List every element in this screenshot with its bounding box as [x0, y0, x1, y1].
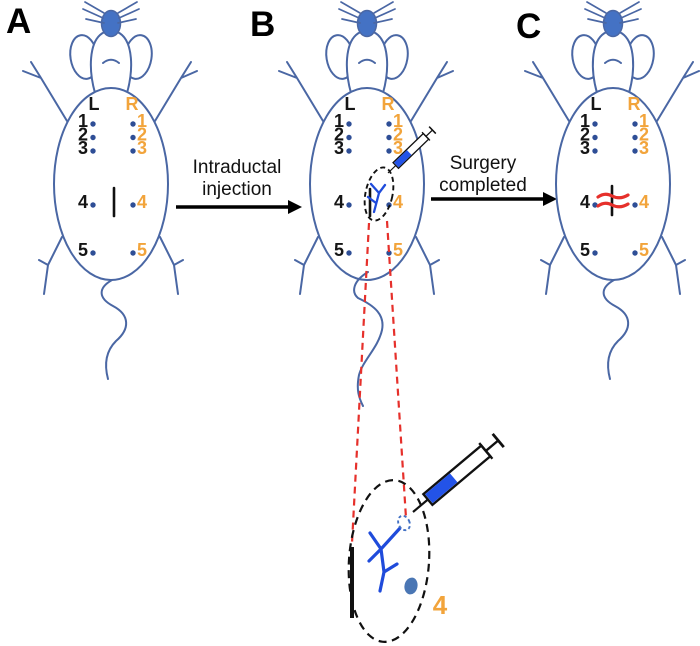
- mouse-a-tail: [100, 279, 128, 380]
- transition-1-label-line1: Intraductal: [193, 157, 282, 178]
- nipple-icon: [397, 514, 411, 532]
- panel-b-letter: B: [250, 5, 275, 44]
- suture-stroke-top: [596, 192, 630, 200]
- panel-a-letter: A: [6, 2, 31, 41]
- mouse-b-tail: [353, 271, 384, 407]
- ductal-tree-small: [366, 182, 387, 214]
- transition-surgery-completed: Surgery completed: [431, 153, 557, 206]
- transition-intraductal-injection: Intraductal injection: [176, 157, 302, 214]
- ductal-tree-large: [367, 525, 403, 593]
- magnified-ellipse: [347, 479, 431, 643]
- zoom-line-right: [385, 220, 408, 519]
- lymph-node-icon: [404, 577, 418, 595]
- panel-b: B: [250, 1, 454, 407]
- syringe-magnified: [405, 431, 507, 522]
- mouse-b: [278, 1, 454, 295]
- transition-2-arrowhead: [543, 192, 557, 206]
- transition-2-label-line2: completed: [439, 175, 527, 196]
- focus-ellipse: [363, 166, 395, 222]
- mouse-c-tail: [602, 279, 630, 380]
- transition-1-label-line2: injection: [202, 179, 272, 200]
- mouse-a: [22, 1, 198, 295]
- panel-c: C: [516, 1, 700, 380]
- panel-c-letter: C: [516, 7, 541, 46]
- suture-marks: [596, 192, 630, 209]
- mouse-c: [524, 1, 700, 295]
- magnified-gland-number: 4: [433, 590, 448, 620]
- panel-a: A: [6, 1, 198, 380]
- zoom-connector-lines: [350, 220, 408, 544]
- magnified-gland-view: 4: [347, 220, 507, 643]
- zoom-line-left: [350, 222, 371, 544]
- transition-1-arrowhead: [288, 200, 302, 214]
- transition-2-label-line1: Surgery: [450, 153, 517, 174]
- suture-stroke-bottom: [596, 201, 630, 209]
